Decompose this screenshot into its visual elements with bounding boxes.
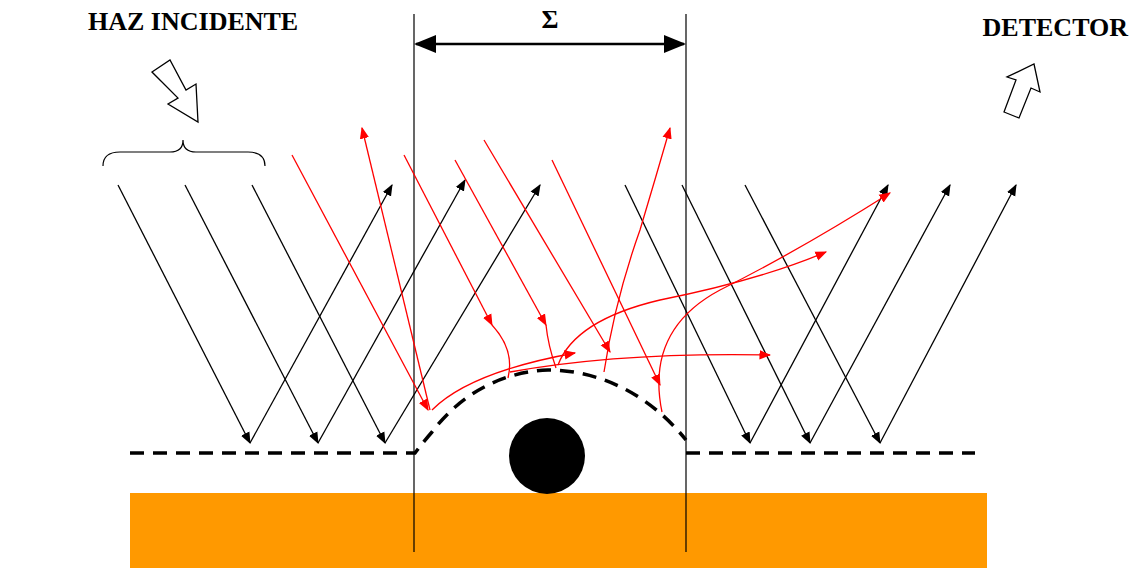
incident-ray: [118, 185, 250, 443]
diagram-label: HAZ INCIDENTE: [88, 8, 298, 37]
reflected-ray: [880, 185, 1016, 443]
incident-ray: [552, 160, 660, 385]
diagram-label: DETECTOR: [983, 14, 1128, 43]
scattered-ray: [604, 128, 670, 372]
scattered-ray: [546, 325, 556, 368]
reflected-ray: [250, 185, 392, 443]
reflected-ray: [318, 180, 465, 443]
substrate: [130, 493, 987, 568]
scattered-ray: [362, 128, 430, 410]
surface-line: [130, 370, 686, 453]
scattered-ray: [659, 193, 890, 412]
dimension-arrow: [416, 43, 684, 46]
incident-ray: [185, 185, 318, 443]
incident-ray: [484, 140, 610, 352]
reflected-ray: [750, 185, 888, 443]
region-boundary: [685, 14, 686, 552]
diagram-label: Σ: [542, 6, 559, 35]
scattered-ray: [510, 355, 770, 372]
red-scattered-rays: [292, 128, 890, 412]
region-boundary: [413, 14, 414, 552]
incident-ray: [292, 155, 428, 410]
incident-ray: [682, 185, 810, 443]
reflected-ray: [385, 185, 540, 443]
incident-ray: [745, 185, 880, 443]
incident-hollow-arrow: [152, 60, 198, 122]
particle: [509, 418, 585, 494]
scattered-ray: [432, 353, 575, 410]
incident-ray: [404, 155, 492, 325]
surface-line: [686, 451, 975, 455]
incident-ray: [455, 160, 546, 325]
scattered-ray: [558, 252, 826, 365]
reflected-ray: [810, 185, 950, 443]
black-rays: [118, 180, 1016, 443]
brace: [103, 140, 265, 166]
detector-hollow-arrow: [1004, 64, 1040, 118]
